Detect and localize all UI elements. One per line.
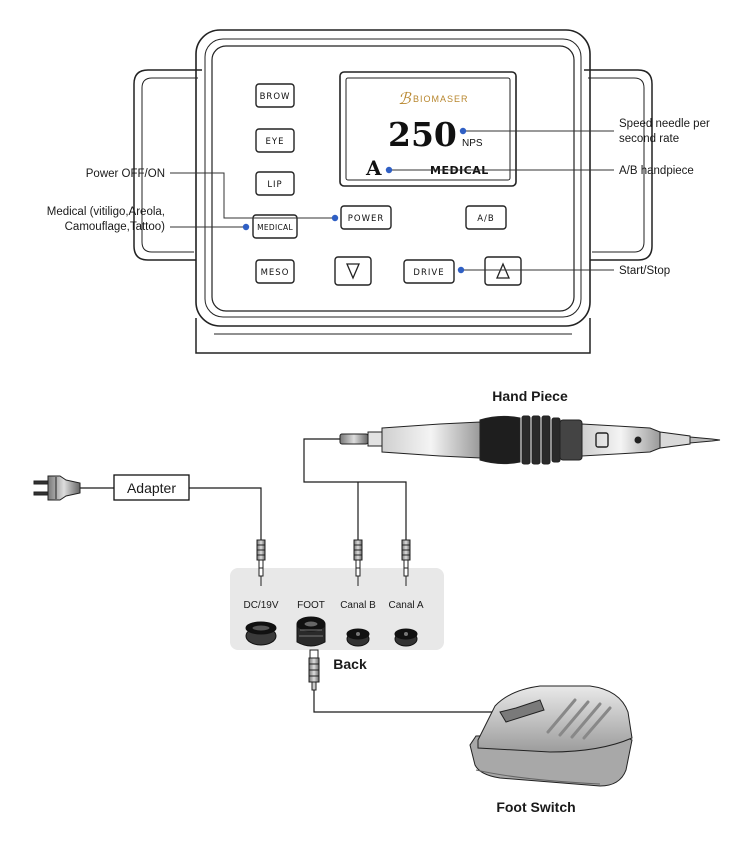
port-canal-a-label: Canal A <box>388 600 423 611</box>
power-callout-dot <box>331 214 339 222</box>
power-callout-label: Power OFF/ON <box>86 168 165 180</box>
brand-name: BIOMASER <box>413 94 469 104</box>
hand-piece <box>339 415 721 465</box>
power-button-label: Power <box>348 214 385 224</box>
hand-piece-label: Hand Piece <box>492 388 568 404</box>
ab-callout-label: A/B handpiece <box>619 165 694 177</box>
ab-button-label: A/B <box>477 214 495 224</box>
meso-button[interactable] <box>255 259 295 284</box>
speed-callout-label-1: Speed needle per <box>619 118 710 130</box>
callout-lines <box>170 130 614 271</box>
unit-base <box>195 318 591 354</box>
brow-button-label: Brow <box>260 92 291 102</box>
port-dc-label: DC/19V <box>243 600 278 611</box>
needle-speed-unit: NPS <box>462 138 483 149</box>
back-panel <box>230 568 444 650</box>
cables <box>80 438 500 713</box>
foot-plug <box>308 649 320 691</box>
medical-button-label: Medical <box>257 223 293 232</box>
startstop-callout-label: Start/Stop <box>619 265 670 277</box>
cable-plugs <box>256 539 411 573</box>
up-button[interactable] <box>484 256 522 286</box>
foot-switch-label: Foot Switch <box>496 799 575 815</box>
ab-callout-dot <box>385 166 393 174</box>
foot-switch <box>469 685 633 787</box>
medical-callout-label-1: Medical (vitiligo,Areola, <box>47 206 165 218</box>
down-button[interactable] <box>334 256 372 286</box>
adapter-label: Adapter <box>127 480 176 496</box>
medical-callout-dot <box>242 223 250 231</box>
screen-bezel <box>339 71 517 187</box>
eye-button-label: Eye <box>266 137 285 147</box>
drive-button-label: Drive <box>413 268 444 278</box>
right-handle <box>584 69 653 261</box>
speed-callout-dot <box>459 127 467 135</box>
power-plug-icon <box>33 475 81 501</box>
back-label: Back <box>333 656 367 672</box>
unit-face <box>211 45 575 312</box>
back-ports <box>245 616 418 647</box>
unit-outer-frame <box>195 29 591 327</box>
callout-dots <box>242 127 467 274</box>
screen-content: ℬ BIOMASER 250 NPS A MEDICAL <box>365 89 488 180</box>
brow-button[interactable] <box>255 83 295 108</box>
meso-button-label: Meso <box>261 268 290 278</box>
lip-button[interactable] <box>255 171 295 196</box>
medical-button[interactable] <box>252 214 298 239</box>
control-unit <box>133 29 653 354</box>
power-button[interactable] <box>340 205 392 230</box>
eye-button[interactable] <box>255 128 295 153</box>
foot-port <box>296 616 326 647</box>
canal-a-port <box>394 628 418 647</box>
ab-button[interactable] <box>465 205 507 230</box>
lip-button-label: Lip <box>267 180 282 190</box>
adapter-box <box>113 474 190 501</box>
startstop-callout-dot <box>457 266 465 274</box>
needle-speed-value: 250 <box>388 115 457 154</box>
canal-b-port <box>346 628 370 647</box>
port-canal-b-label: Canal B <box>340 600 376 611</box>
channel-indicator: A <box>365 156 382 180</box>
left-handle <box>133 69 202 261</box>
port-foot-label: FOOT <box>297 600 325 611</box>
dc-port <box>245 621 277 646</box>
brand-logo: ℬ <box>398 89 412 108</box>
speed-callout-label-2: second rate <box>619 133 679 145</box>
medical-callout-label-2: Camouflage,Tattoo) <box>65 221 166 233</box>
screen <box>345 77 511 181</box>
up-arrow-icon <box>496 262 510 279</box>
down-arrow-icon <box>346 263 360 280</box>
drive-button[interactable] <box>403 259 455 284</box>
